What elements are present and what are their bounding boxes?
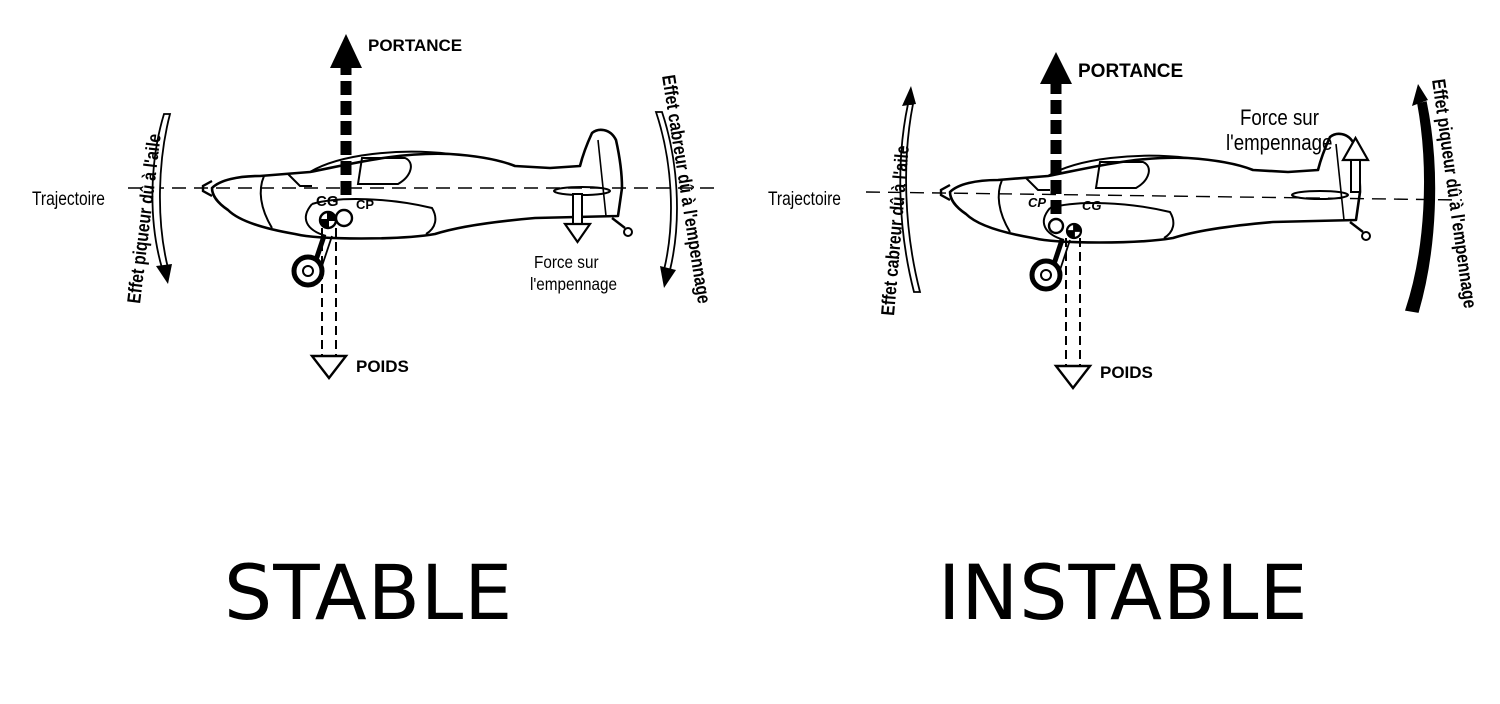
stable-cp-marker (334, 208, 354, 228)
stable-tail-force-arrow (562, 193, 593, 244)
instable-weight-arrow (1053, 238, 1093, 390)
stable-tail-effect-arrow (654, 111, 678, 288)
instable-tail-force-arrow (1341, 135, 1370, 193)
stable-caption: STABLE (224, 548, 514, 637)
instable-tail-force-label-line2: l'empennage (1226, 132, 1332, 156)
stable-cp-label: CP (356, 197, 374, 212)
instable-tail-effect-label: Effet piqueur dû à l'empennage (1428, 78, 1482, 310)
instable-wing-effect-arrow (899, 86, 922, 293)
instable-weight-label: POIDS (1100, 363, 1153, 382)
instable-cp-marker (1047, 217, 1065, 235)
instable-cp-label: CP (1028, 195, 1046, 210)
stable-tail-force-label-line2: l'empennage (530, 274, 617, 294)
instable-trajectory-label: Trajectoire (768, 188, 841, 210)
instable-diagram: Trajectoire PORTANCE CP CG POIDS (768, 52, 1482, 390)
stable-lift-label: PORTANCE (368, 36, 462, 55)
instable-airplane-drawing (941, 134, 1370, 289)
instable-caption: INSTABLE (938, 548, 1309, 637)
instable-trajectory-line (865, 191, 1463, 201)
stable-weight-arrow (309, 228, 349, 380)
instable-tail-force-label-line1: Force sur (1240, 107, 1319, 131)
instable-lift-label: PORTANCE (1078, 61, 1183, 82)
instable-cg-label: CG (1082, 198, 1102, 213)
stable-lift-arrow (330, 34, 362, 195)
stable-trajectory-label: Trajectoire (32, 188, 105, 210)
stable-diagram: Trajectoire PORTANCE CG CP POIDS (32, 34, 722, 380)
stable-tail-force-label-line1: Force sur (534, 252, 599, 272)
instable-lift-arrow (1040, 52, 1072, 214)
instable-tail-effect-arrow (1405, 84, 1436, 313)
stable-weight-label: POIDS (356, 357, 409, 376)
stable-wing-effect-arrow (151, 113, 172, 284)
stable-cg-label: CG (316, 193, 339, 210)
